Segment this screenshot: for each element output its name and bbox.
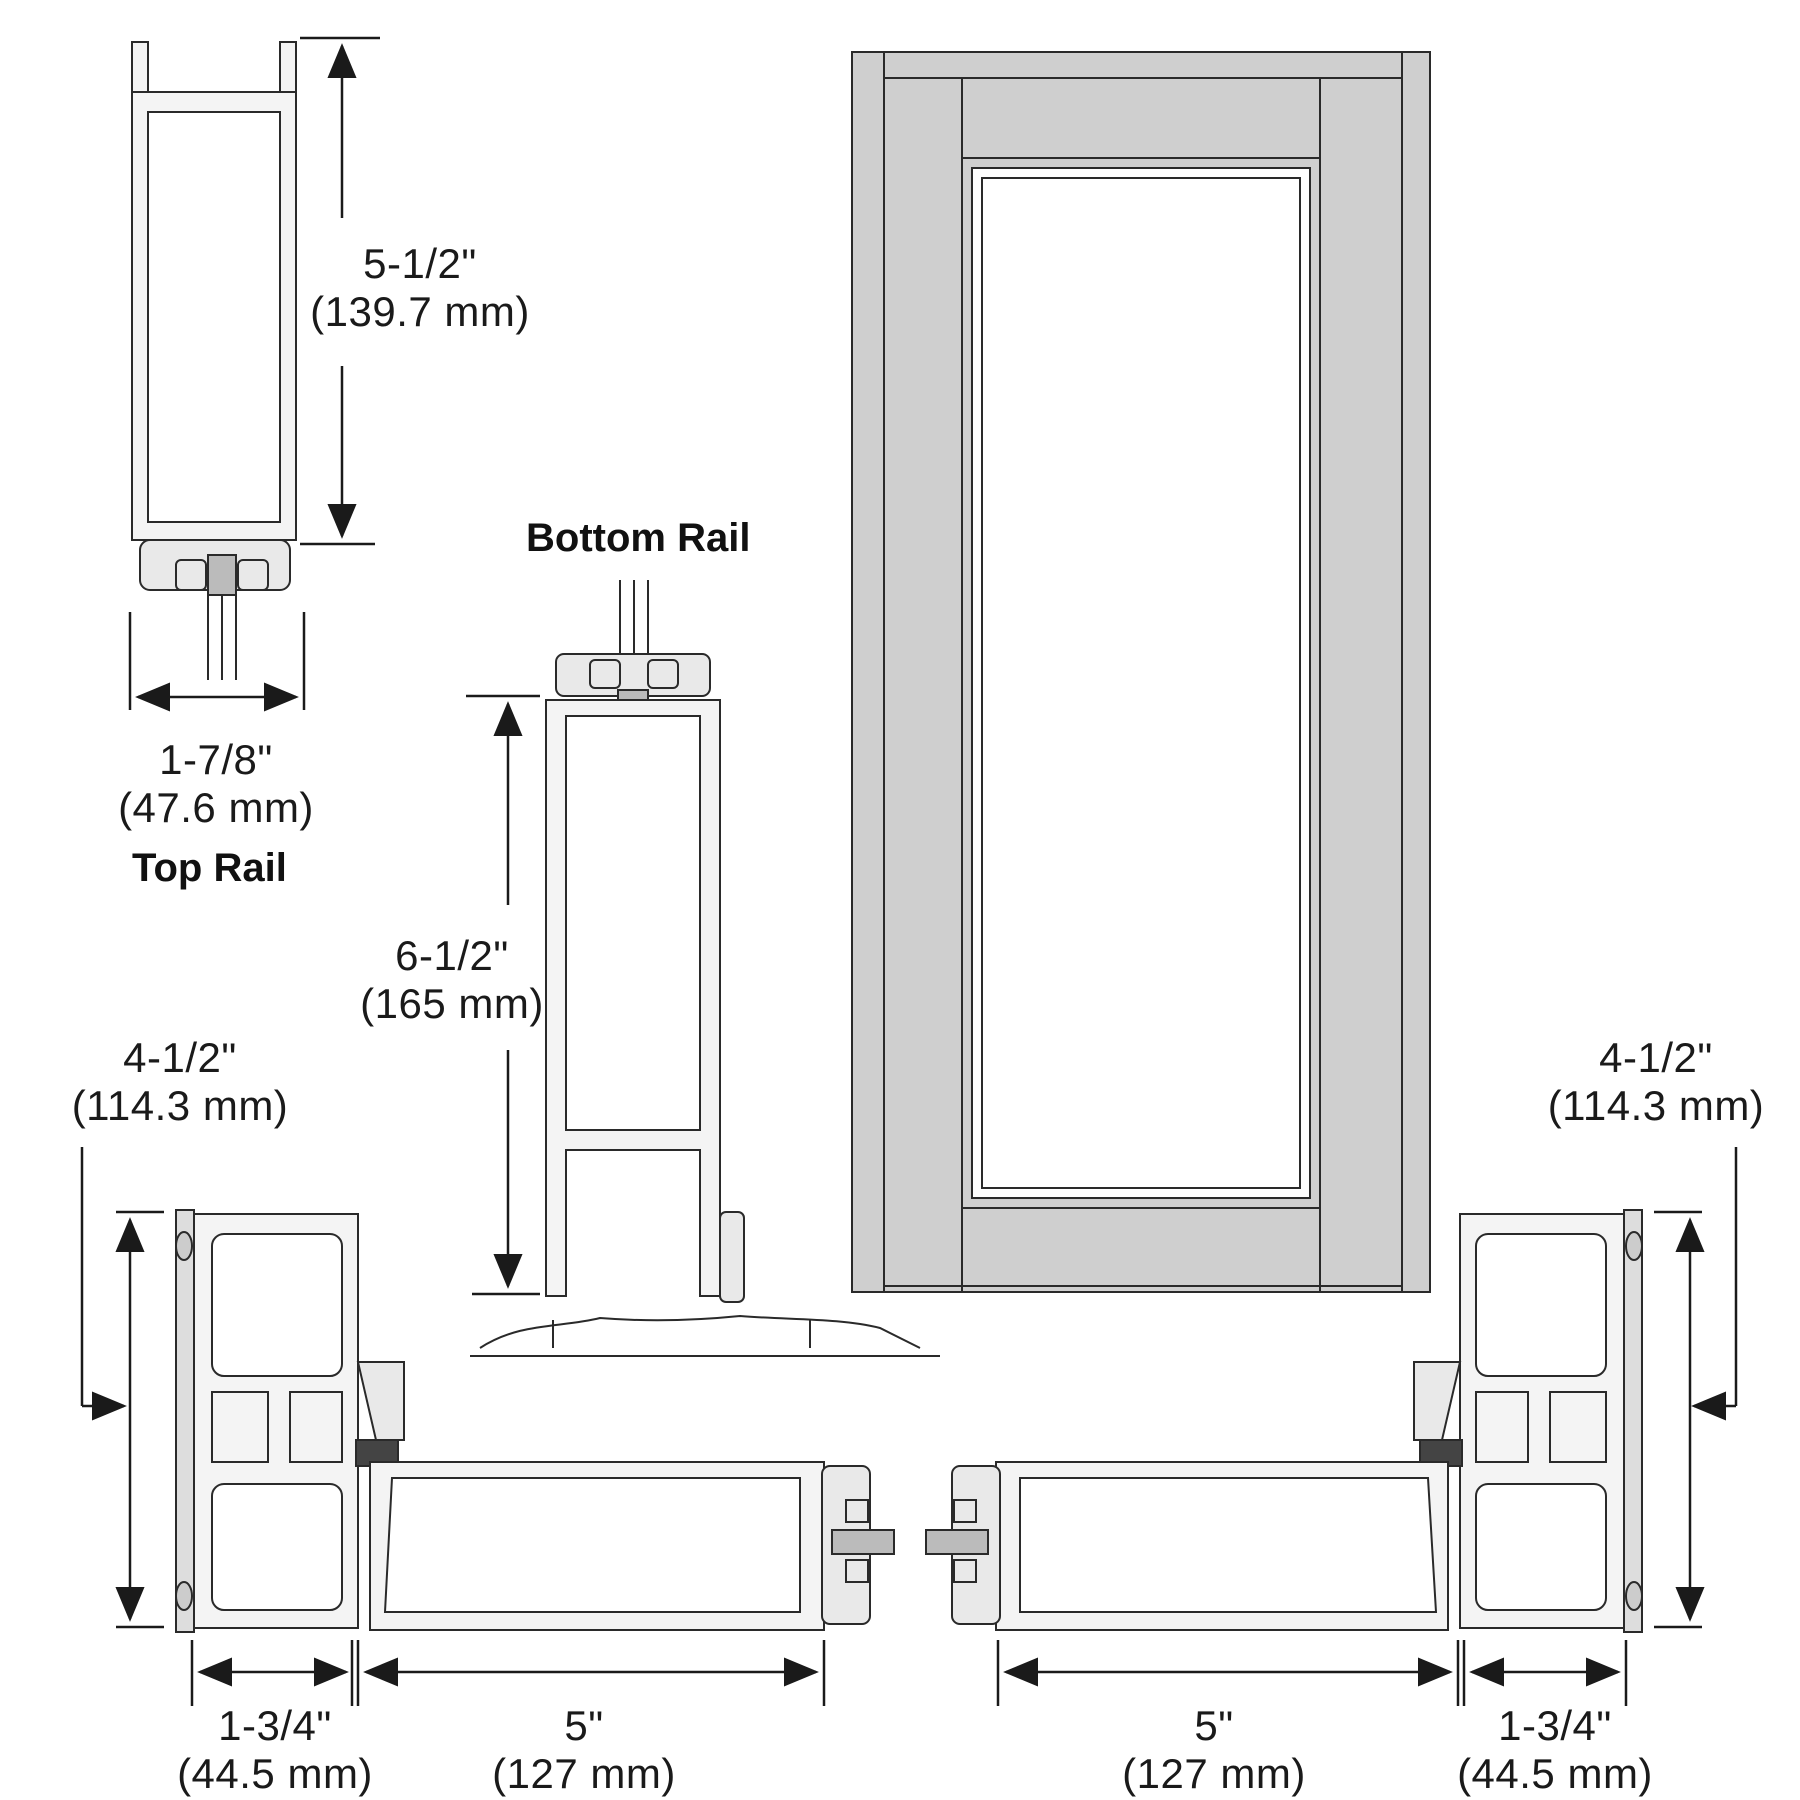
left-stile-width-in: 1-3/4": [218, 1702, 332, 1749]
top-rail-width-in: 1-7/8": [159, 736, 273, 783]
right-stile-depth-in: 4-1/2": [1599, 1034, 1713, 1081]
bottom-rail-height-in: 6-1/2": [395, 932, 509, 979]
top-rail-height-label: 5-1/2" (139.7 mm): [300, 240, 540, 336]
left-stile-depth-in: 4-1/2": [123, 1034, 237, 1081]
left-stile-depth-label: 4-1/2" (114.3 mm): [50, 1034, 310, 1130]
left-face-width-in: 5": [564, 1702, 604, 1749]
bottom-rail-height-label: 6-1/2" (165 mm): [332, 932, 572, 1028]
left-face-width-mm: (127 mm): [492, 1750, 676, 1797]
right-stile-width-in: 1-3/4": [1498, 1702, 1612, 1749]
right-stile-depth-mm: (114.3 mm): [1547, 1082, 1765, 1129]
right-stile-depth-label: 4-1/2" (114.3 mm): [1526, 1034, 1786, 1130]
top-rail-width-label: 1-7/8" (47.6 mm): [96, 736, 336, 832]
right-stile-profile: [925, 1209, 1643, 1633]
right-stile-dimensions: [996, 1147, 1738, 1706]
right-stile-width-mm: (44.5 mm): [1457, 1750, 1653, 1797]
right-stile-width-label: 1-3/4" (44.5 mm): [1440, 1702, 1670, 1798]
top-rail-title: Top Rail: [132, 846, 287, 890]
right-face-width-mm: (127 mm): [1122, 1750, 1306, 1797]
bottom-rail-profile: [470, 580, 940, 1357]
top-rail-height-mm: (139.7 mm): [310, 288, 530, 335]
top-rail-dimensions: [128, 36, 380, 712]
bottom-rail-height-mm: (165 mm): [360, 980, 544, 1027]
door-elevation: [851, 51, 1431, 1293]
left-face-width-label: 5" (127 mm): [474, 1702, 694, 1798]
top-rail-profile: [131, 41, 297, 680]
left-stile-profile: [175, 1209, 895, 1633]
left-stile-width-mm: (44.5 mm): [177, 1750, 373, 1797]
right-face-width-in: 5": [1194, 1702, 1234, 1749]
left-stile-width-label: 1-3/4" (44.5 mm): [160, 1702, 390, 1798]
left-stile-depth-mm: (114.3 mm): [71, 1082, 289, 1129]
bottom-rail-title: Bottom Rail: [526, 516, 751, 560]
top-rail-width-mm: (47.6 mm): [118, 784, 314, 831]
right-face-width-label: 5" (127 mm): [1104, 1702, 1324, 1798]
left-stile-dimensions: [80, 1147, 826, 1706]
top-rail-height-in: 5-1/2": [363, 240, 477, 287]
bottom-rail-dimensions: [466, 694, 540, 1296]
